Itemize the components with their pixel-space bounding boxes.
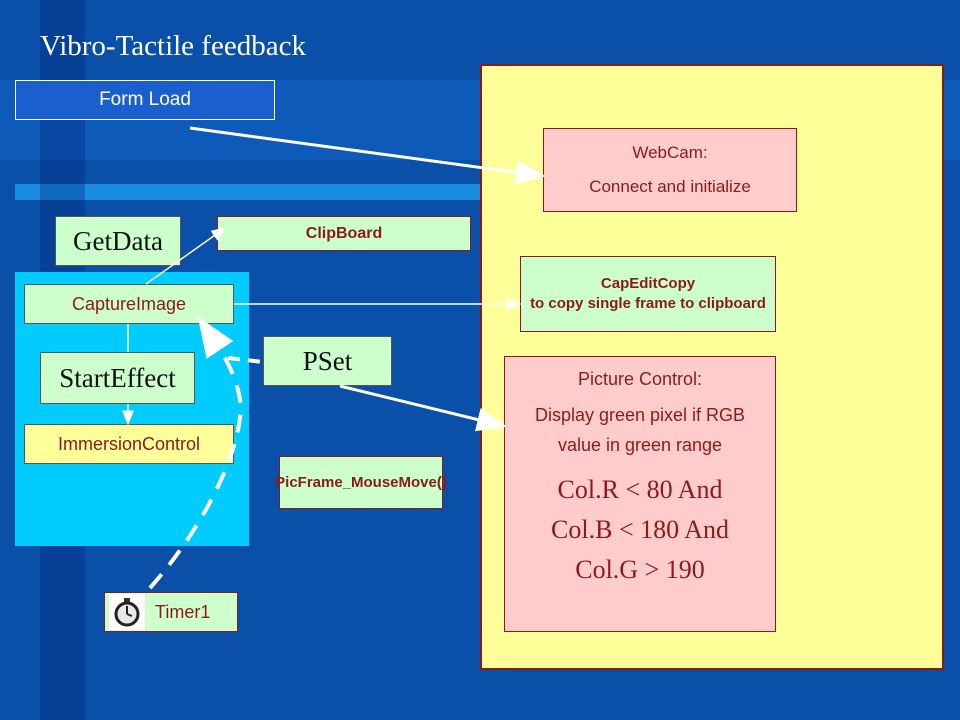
immersioncontrol-label: ImmersionControl: [57, 433, 201, 454]
dashed-loop-timer-to-captureimage: [148, 316, 243, 590]
getdata-box: GetData: [55, 216, 181, 266]
capeditcopy-box: CapEditCopy to copy single frame to clip…: [520, 256, 776, 332]
webcam-box: WebCam: Connect and initialize: [543, 128, 797, 212]
capeditcopy-desc: to copy single frame to clipboard: [530, 295, 766, 312]
picframe-mousemove-label: PicFrame_MouseMove(): [275, 474, 447, 491]
line-dashed-to-pset: [227, 356, 264, 364]
form-load-label: Form Load: [99, 89, 191, 110]
captureimage-label: CaptureImage: [71, 293, 187, 314]
diagram-title: Vibro-Tactile feedback: [40, 30, 306, 62]
timer1-box: Timer1: [104, 592, 238, 632]
clipboard-label: ClipBoard: [305, 224, 383, 242]
timer1-label: Timer1: [155, 601, 211, 622]
arrow-captureimage-to-clipboard: [145, 227, 227, 285]
bg-band-horizontal: [15, 184, 480, 200]
picture-control-desc: Display green pixel if RGB value in gree…: [534, 405, 746, 455]
stopwatch-icon: [109, 594, 145, 630]
picframe-mousemove-box: PicFrame_MouseMove(): [275, 456, 447, 509]
picture-control-box: Picture Control: Display green pixel if …: [504, 356, 776, 632]
webcam-desc: Connect and initialize: [589, 177, 751, 196]
condition-line-b: Col.B < 180 And: [551, 515, 729, 544]
getdata-label: GetData: [73, 225, 163, 256]
picture-control-title: Picture Control:: [577, 369, 703, 389]
starteffect-box: StartEffect: [40, 352, 195, 404]
picture-control-condition: Col.R < 80 And Col.B < 180 And Col.G > 1…: [505, 470, 775, 590]
webcam-title: WebCam:: [632, 143, 708, 162]
arrow-pset-to-picturecontrol: [339, 384, 507, 432]
starteffect-label: StartEffect: [59, 362, 176, 393]
capeditcopy-title: CapEditCopy: [600, 275, 696, 292]
pset-box: PSet: [263, 336, 392, 386]
condition-line-r: Col.R < 80 And: [557, 475, 723, 504]
condition-line-g: Col.G > 190: [575, 555, 705, 584]
pset-label: PSet: [302, 345, 353, 376]
form-load-box: Form Load: [15, 80, 275, 120]
clipboard-box: ClipBoard: [217, 216, 471, 251]
arrow-formload-to-webcam: [189, 126, 546, 185]
